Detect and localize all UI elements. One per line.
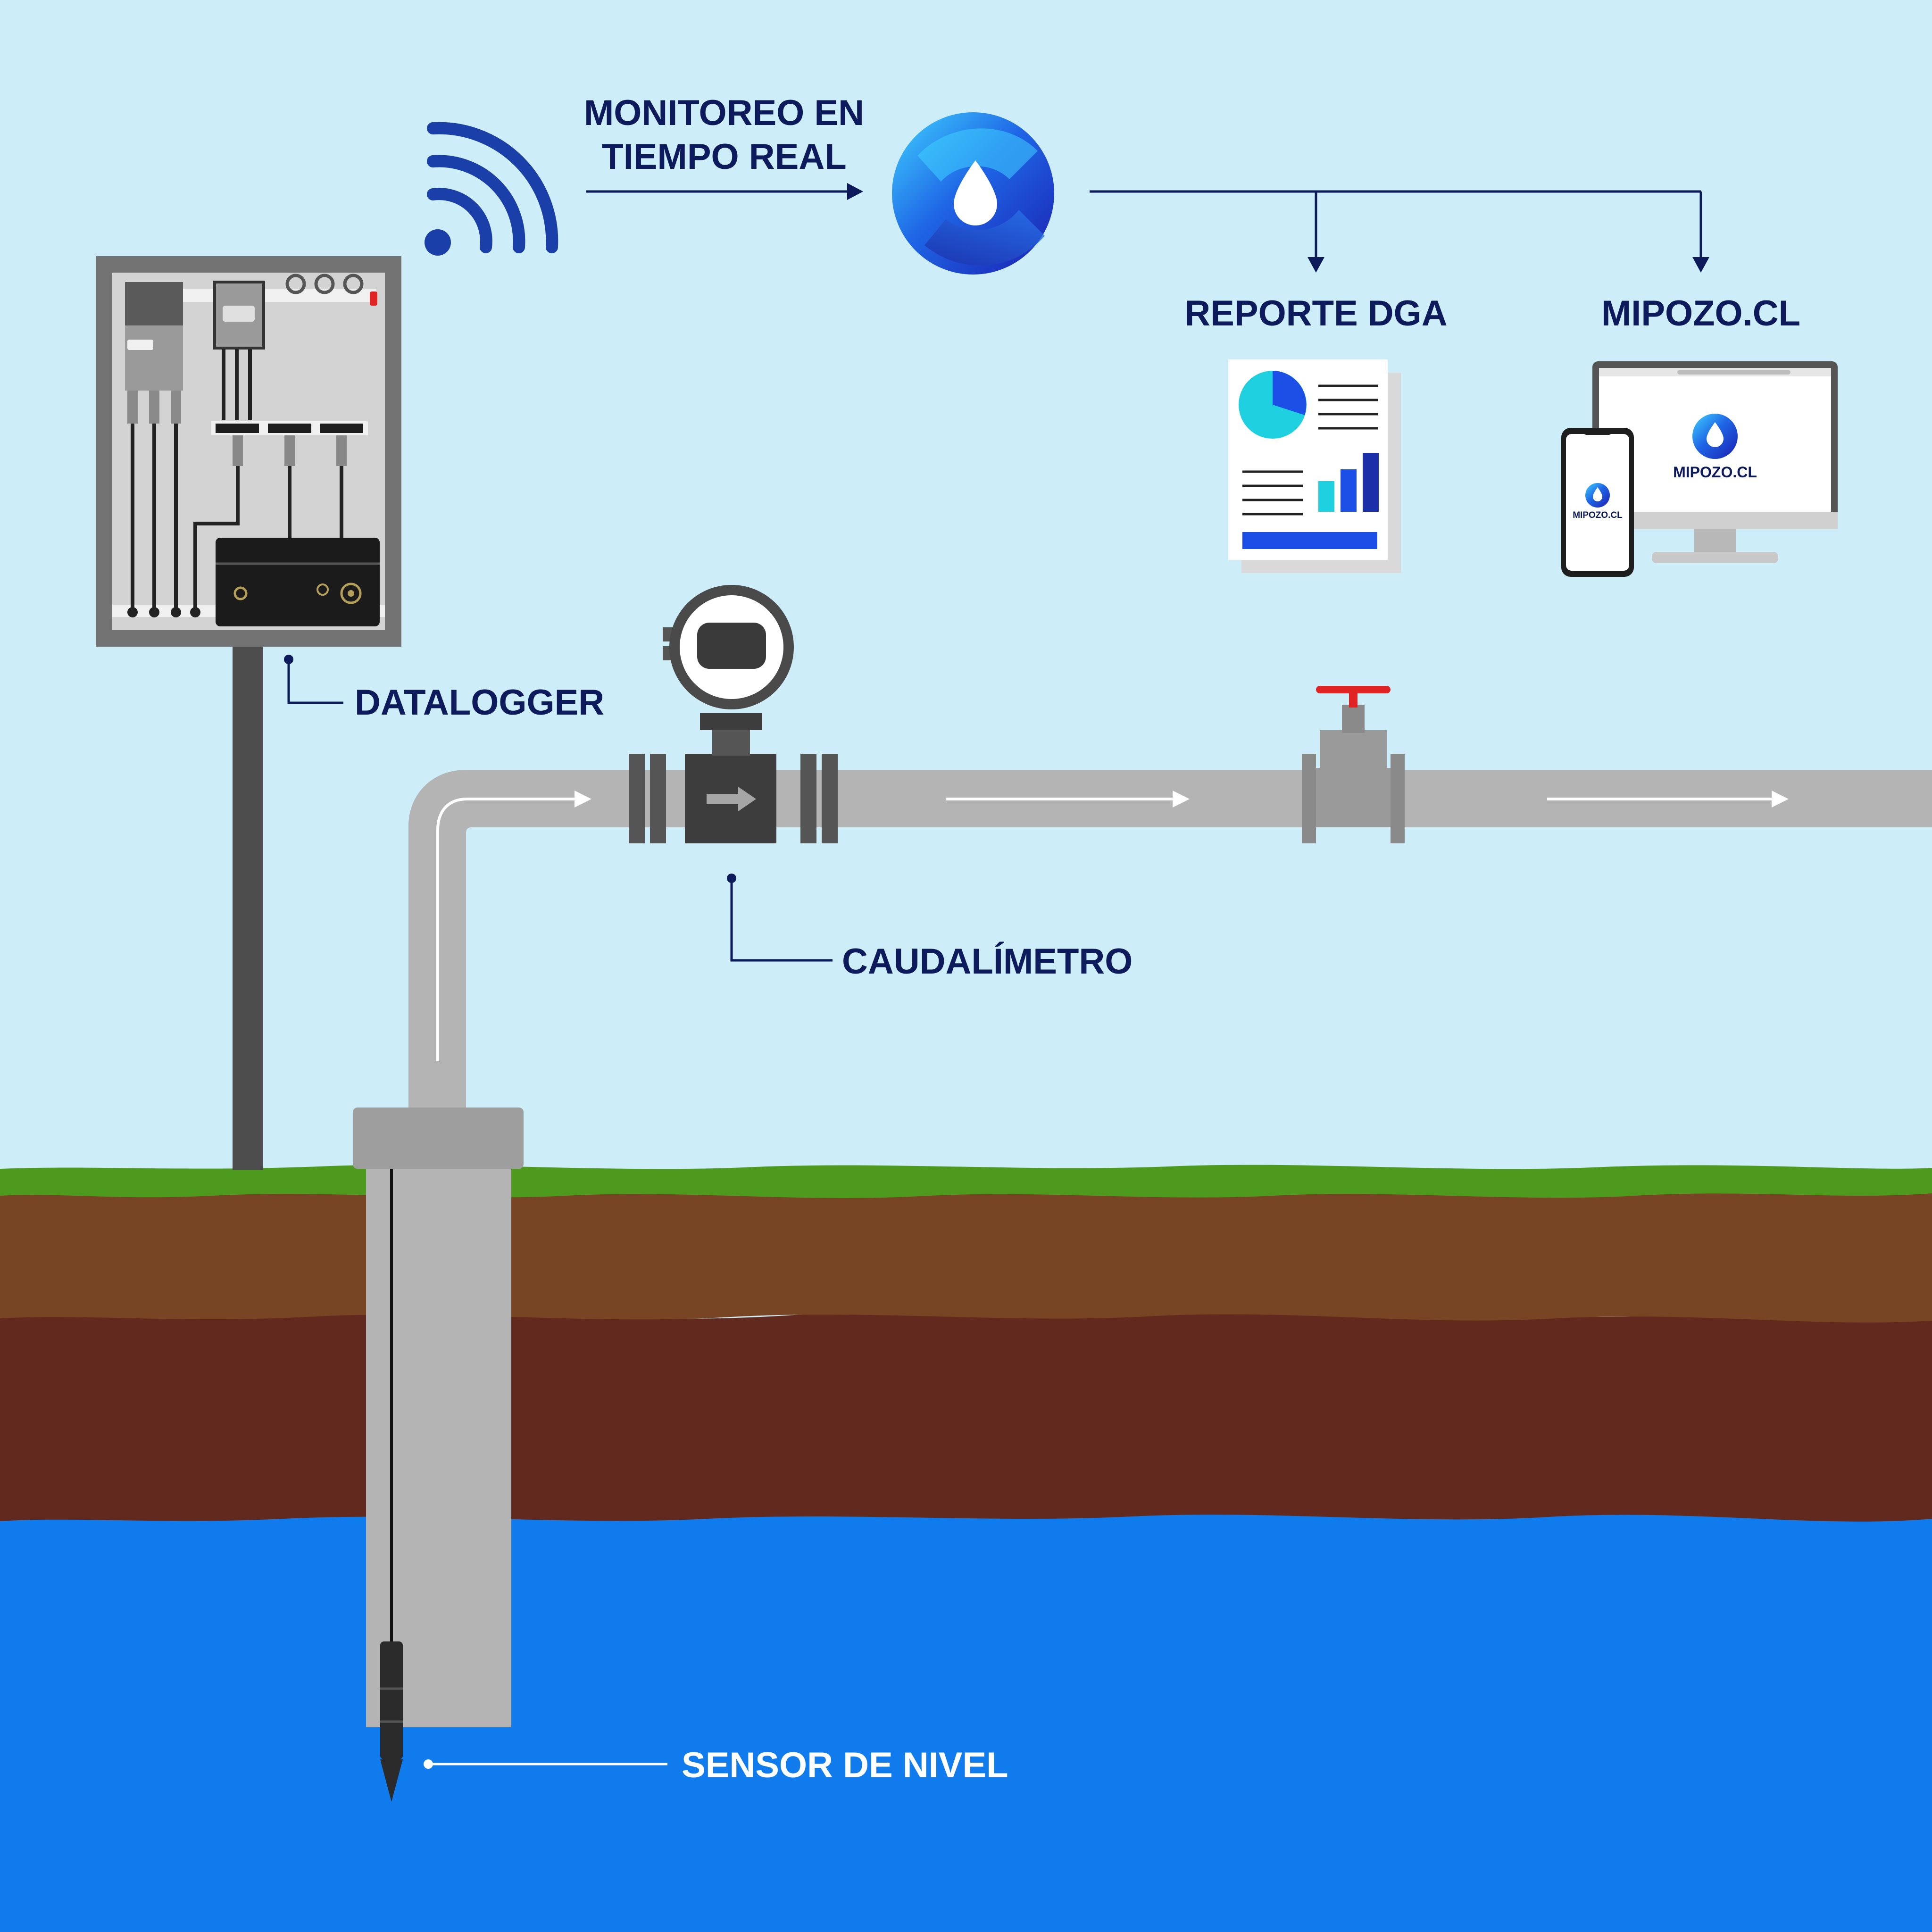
soil-upper-layer — [0, 1189, 1932, 1323]
datalogger-pole — [233, 641, 263, 1170]
desktop-and-phone-icon: MIPOZO.CL MIPOZO.CL — [1561, 361, 1838, 577]
smartphone: MIPOZO.CL — [1561, 428, 1634, 577]
monitoring-label-line2: TIEMPO REAL — [601, 137, 846, 177]
ground — [0, 1165, 1932, 1932]
datalogger-label: DATALOGGER — [355, 683, 604, 723]
water-table — [0, 1514, 1932, 1932]
level-sensor-label: SENSOR DE NIVEL — [682, 1745, 1008, 1785]
grass-strip — [0, 1165, 1932, 1199]
phone-logo-text: MIPOZO.CL — [1573, 510, 1623, 520]
well-casing — [353, 1108, 524, 1727]
level-sensor — [380, 1641, 403, 1802]
water-drop-logo-icon — [892, 112, 1054, 275]
report-document-icon — [1228, 359, 1401, 573]
level-sensor-callout — [424, 1759, 667, 1769]
desktop-monitor: MIPOZO.CL — [1592, 361, 1838, 563]
wifi-signal-icon — [425, 122, 558, 256]
soil-lower-layer — [0, 1308, 1932, 1522]
datalogger-cabinet — [96, 256, 401, 647]
flowmeter-callout — [727, 874, 833, 962]
monitoring-label-line1: MONITOREO EN — [584, 93, 864, 133]
report-label: REPORTE DGA — [1184, 293, 1447, 333]
gate-valve — [1302, 686, 1405, 843]
pipe-elbow — [408, 770, 472, 1141]
portal-label: MIPOZO.CL — [1601, 293, 1800, 333]
realtime-arrow — [586, 183, 863, 200]
flowmeter-label: CAUDALÍMETRO — [842, 941, 1133, 982]
desktop-logo-text: MIPOZO.CL — [1673, 464, 1757, 481]
output-branches — [1090, 190, 1709, 273]
datalogger-callout — [284, 655, 343, 704]
flowmeter — [629, 585, 838, 843]
